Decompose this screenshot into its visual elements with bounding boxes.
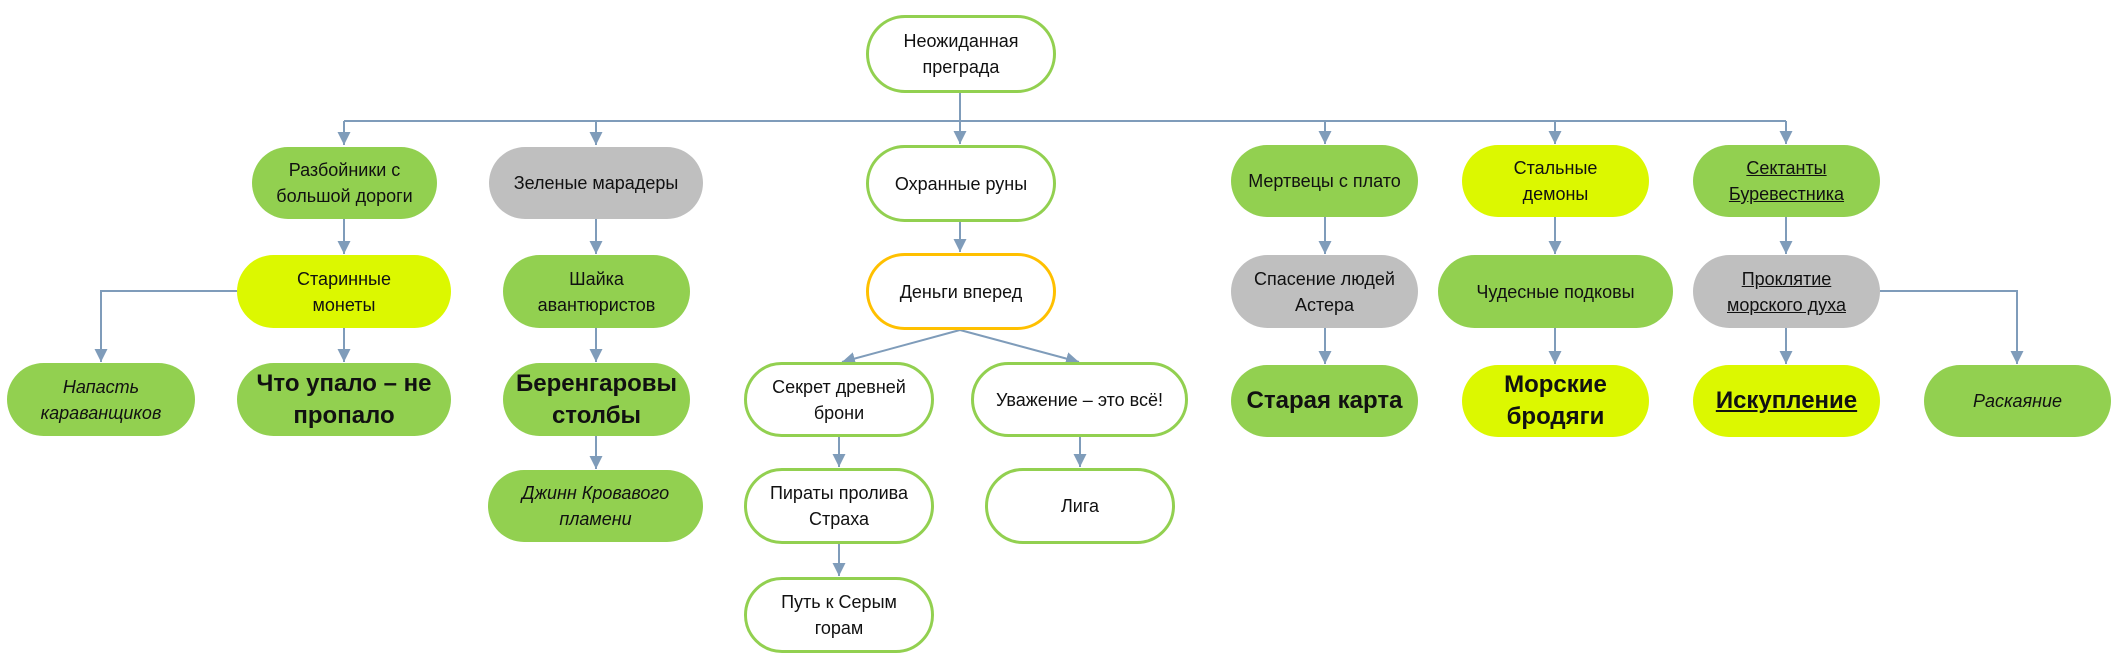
node-starinnye[interactable]: Старинные монеты — [237, 255, 451, 328]
node-raskayanie[interactable]: Раскаяние — [1924, 365, 2111, 437]
node-zelenye[interactable]: Зеленые марадеры — [489, 147, 703, 219]
node-napast[interactable]: Напасть караванщиков — [7, 363, 195, 436]
node-label: горам — [814, 618, 864, 638]
node-label: Охранные руны — [894, 173, 1028, 194]
node-proklyatie[interactable]: Проклятие морского духа — [1693, 255, 1880, 328]
node-label: Морские — [1504, 371, 1607, 398]
node-put[interactable]: Путь к Серым горам — [744, 577, 934, 653]
node-label: Старинные — [297, 268, 391, 289]
node-shayka[interactable]: Шайка авантюристов — [503, 255, 690, 328]
node-label: Сектанты — [1746, 158, 1827, 178]
node-label: Стальные — [1513, 158, 1598, 178]
connector-proklyatie-raskayanie — [1880, 290, 2024, 364]
node-label: Секрет древней — [772, 376, 906, 397]
node-label: Спасение людей — [1254, 268, 1395, 289]
node-label: Зеленые марадеры — [513, 173, 679, 193]
node-okhrannye[interactable]: Охранные руны — [866, 145, 1056, 222]
node-label: Путь к Серым — [781, 592, 897, 612]
node-label: Буревестника — [1728, 184, 1845, 204]
node-root[interactable]: Неожиданная преграда — [866, 15, 1056, 93]
node-staraya[interactable]: Старая карта — [1231, 365, 1418, 437]
node-chudesnye[interactable]: Чудесные подковы — [1438, 255, 1673, 328]
node-label: преграда — [922, 57, 1000, 77]
node-label: пропало — [293, 401, 395, 429]
node-label: монеты — [312, 294, 376, 315]
node-mertvecy[interactable]: Мертвецы с плато — [1231, 145, 1418, 217]
node-label: караванщиков — [40, 402, 162, 423]
node-label: Чудесные подковы — [1476, 281, 1635, 302]
node-label: Мертвецы с плато — [1248, 171, 1401, 191]
node-label: Джинн Кровавого — [521, 483, 670, 503]
node-label: Что упало – не — [256, 369, 432, 397]
node-label: Искупление — [1715, 387, 1858, 414]
node-berengar[interactable]: Беренгаровы столбы — [503, 363, 690, 436]
node-razboyniki[interactable]: Разбойники с большой дороги — [252, 147, 437, 219]
connector-dengi-uvazhenie — [959, 329, 1080, 365]
node-label: Астера — [1294, 294, 1355, 315]
node-label: Пираты пролива — [769, 483, 909, 503]
node-label: Раскаяние — [1972, 391, 2063, 411]
node-label: Шайка — [569, 268, 624, 289]
node-dzhinn[interactable]: Джинн Кровавого пламени — [488, 470, 703, 542]
node-label: Старая карта — [1246, 387, 1403, 414]
connector-starinnye-napast — [94, 290, 237, 362]
node-chto-upalo[interactable]: Что упало – не пропало — [237, 363, 451, 436]
node-dengi[interactable]: Деньги вперед — [866, 253, 1056, 330]
node-label: Проклятие — [1741, 268, 1832, 289]
node-liga[interactable]: Лига — [985, 468, 1175, 544]
node-label: брони — [813, 402, 865, 423]
node-label: демоны — [1522, 184, 1589, 204]
node-iskuplenie[interactable]: Искупление — [1693, 365, 1880, 437]
node-morskie[interactable]: Морские бродяги — [1462, 365, 1649, 437]
node-label: Уважение – это всё! — [995, 389, 1164, 410]
node-label: Напасть — [62, 376, 140, 397]
node-label: авантюристов — [537, 294, 656, 315]
node-label: пламени — [559, 509, 632, 529]
node-label: Страха — [808, 509, 870, 529]
node-label: большой дороги — [276, 186, 413, 206]
node-label: Беренгаровы — [516, 369, 678, 397]
connector-dengi-sekret — [841, 329, 961, 365]
node-label: столбы — [551, 401, 642, 429]
node-label: Деньги вперед — [899, 281, 1023, 302]
node-label: Неожиданная — [903, 31, 1019, 51]
node-stalnye[interactable]: Стальные демоны — [1462, 145, 1649, 217]
node-label: Разбойники с — [288, 160, 401, 180]
node-label: Лига — [1060, 496, 1100, 516]
node-label: морского духа — [1727, 294, 1846, 315]
node-sekret[interactable]: Секрет древней брони — [744, 362, 934, 437]
node-label: бродяги — [1506, 403, 1605, 430]
node-uvazhenie[interactable]: Уважение – это всё! — [971, 362, 1188, 437]
